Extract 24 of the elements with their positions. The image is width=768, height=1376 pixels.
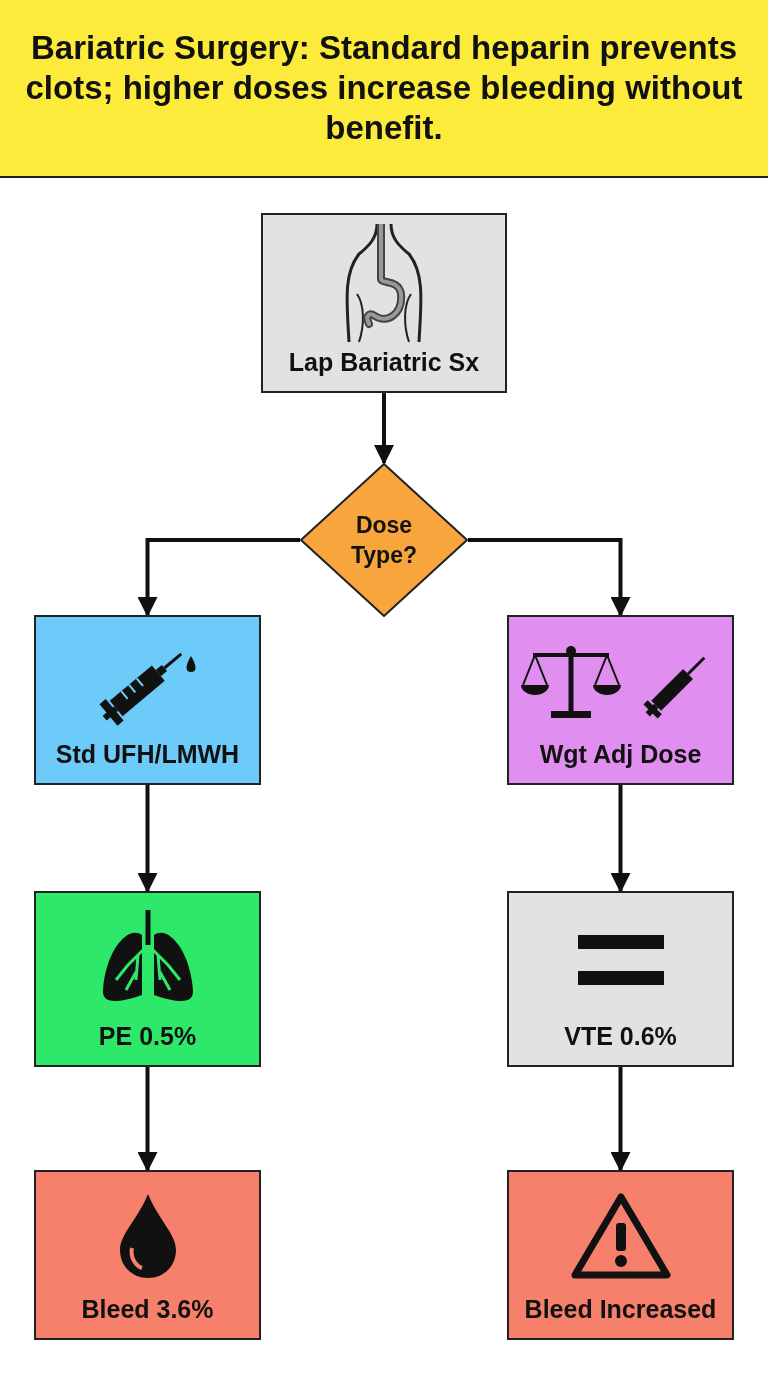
- node-label: VTE 0.6%: [563, 1022, 678, 1051]
- node-label: Std UFH/LMWH: [54, 740, 241, 769]
- node-label: PE 0.5%: [97, 1022, 198, 1051]
- process-box: [507, 615, 734, 785]
- arrow: [137, 785, 158, 893]
- process-box: [34, 615, 261, 785]
- outcome-box: [34, 1170, 261, 1340]
- arrow: [610, 785, 631, 893]
- arrow: [374, 393, 394, 465]
- outcome-box: [34, 891, 261, 1067]
- arrow: [137, 1067, 158, 1172]
- node-label: Bleed Increased: [523, 1295, 718, 1324]
- node-label: Dose Type?: [350, 511, 418, 570]
- outcome-box: [507, 1170, 734, 1340]
- outcome-box: [507, 891, 734, 1067]
- arrow: [610, 1067, 631, 1172]
- arrow: [137, 538, 300, 617]
- title: Bariatric Surgery: Standard heparin prevents clots; higher doses increase bleeding without benefit.: [24, 28, 744, 148]
- node-label: Lap Bariatric Sx: [287, 348, 481, 377]
- process-box: [261, 213, 507, 393]
- arrow: [468, 538, 631, 617]
- node-label: Bleed 3.6%: [80, 1295, 215, 1324]
- decision-diamond: [300, 463, 468, 617]
- node-label: Wgt Adj Dose: [538, 740, 703, 769]
